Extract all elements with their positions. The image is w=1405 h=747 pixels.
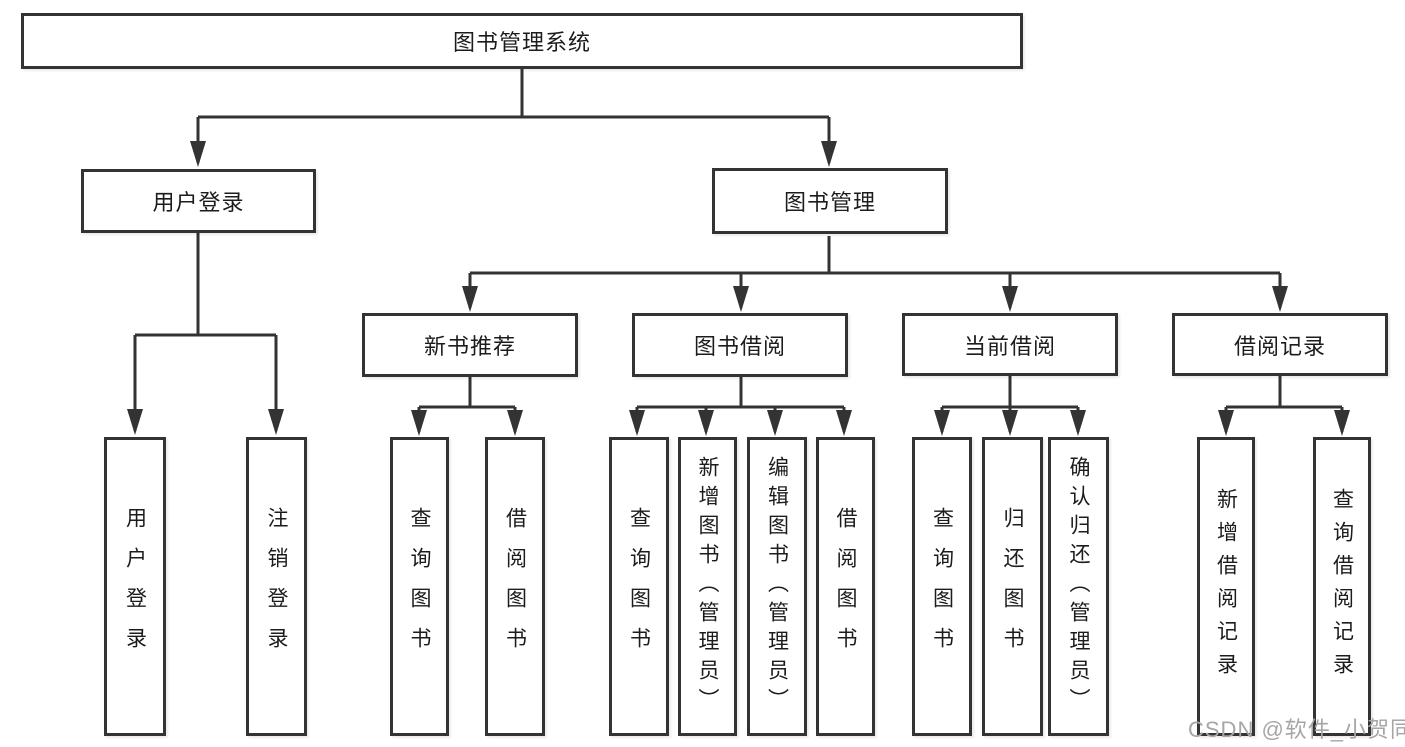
node-label: 用户登录 [152, 190, 245, 215]
arrowhead-down-icon [127, 409, 143, 435]
node-query-books-recommend: 查询图书 [390, 437, 449, 736]
node-label: 归还图书 [1001, 506, 1024, 667]
node-confirm-return-admin: 确认归还（管理员） [1048, 437, 1109, 736]
connector-line [417, 377, 517, 432]
node-library-management-system: 图书管理系统 [21, 13, 1023, 69]
node-label: 新书推荐 [423, 334, 516, 359]
node-label: 用户登录 [123, 506, 147, 667]
node-book-management: 图书管理 [712, 168, 948, 234]
connector-currentborrow-to-leaves [934, 376, 1086, 436]
connector-line [1224, 376, 1344, 432]
arrowhead-down-icon [190, 141, 206, 167]
node-label: 图书借阅 [693, 334, 786, 359]
arrowhead-down-icon [821, 141, 837, 167]
node-query-borrow-record: 查询借阅记录 [1313, 437, 1371, 736]
node-label: 借阅记录 [1233, 333, 1326, 359]
connector-bookmgmt-to-level2 [462, 236, 1288, 312]
node-label: 注销登录 [265, 506, 288, 667]
connector-line [468, 236, 1282, 308]
node-label: 借阅图书 [503, 506, 527, 667]
node-label: 查询图书 [627, 506, 651, 667]
node-return-book: 归还图书 [982, 437, 1043, 736]
node-book-borrowing: 图书借阅 [632, 313, 848, 377]
node-user-login-group: 用户登录 [81, 169, 316, 233]
arrowhead-down-icon [733, 286, 749, 312]
connector-newbook-to-leaves [411, 377, 523, 436]
arrowhead-down-icon [462, 286, 478, 312]
arrowhead-down-icon [411, 410, 427, 436]
node-query-books-current: 查询图书 [912, 437, 972, 736]
connector-line [133, 233, 278, 431]
arrowhead-down-icon [629, 410, 645, 436]
arrowhead-down-icon [698, 410, 714, 436]
connector-line [635, 377, 846, 432]
node-label: 查询图书 [408, 506, 431, 667]
watermark: CSDN @软件_小贺同学 [1188, 717, 1405, 742]
node-edit-book-admin: 编辑图书（管理员） [747, 437, 807, 736]
node-add-borrow-record: 新增借阅记录 [1197, 437, 1255, 736]
connector-root-to-level1 [190, 68, 837, 167]
node-label: 编辑图书（管理员） [765, 456, 789, 717]
node-new-book-recommend: 新书推荐 [362, 313, 578, 377]
arrowhead-down-icon [767, 410, 783, 436]
node-current-borrowing: 当前借阅 [902, 313, 1118, 376]
node-label: 新增图书（管理员） [696, 456, 719, 717]
node-add-book-admin: 新增图书（管理员） [678, 437, 737, 736]
arrowhead-down-icon [1272, 286, 1288, 312]
arrowhead-down-icon [836, 410, 852, 436]
arrowhead-down-icon [934, 410, 950, 436]
arrowhead-down-icon [1070, 410, 1086, 436]
arrowhead-down-icon [507, 410, 523, 436]
node-label: 当前借阅 [963, 333, 1056, 359]
node-label: 新增借阅记录 [1214, 487, 1238, 686]
connector-line [196, 68, 831, 163]
connector-bookborrow-to-leaves [629, 377, 852, 436]
node-query-books-borrow: 查询图书 [609, 437, 669, 736]
arrowhead-down-icon [1334, 410, 1350, 436]
node-label: 查询图书 [930, 506, 954, 667]
arrowhead-down-icon [1002, 286, 1018, 312]
node-label: 图书管理系统 [452, 30, 591, 55]
node-label: 查询借阅记录 [1330, 487, 1354, 686]
arrowhead-down-icon [1218, 410, 1234, 436]
node-label: 图书管理 [783, 190, 876, 215]
arrowhead-down-icon [268, 409, 284, 435]
node-logout: 注销登录 [246, 437, 307, 736]
node-borrow-books: 借阅图书 [816, 437, 875, 736]
node-login: 用户登录 [104, 437, 166, 736]
connector-userlogin-to-leaves [127, 233, 284, 435]
node-label: 借阅图书 [834, 506, 857, 667]
connector-borrowrecord-to-leaves [1218, 376, 1350, 436]
arrowhead-down-icon [1002, 410, 1018, 436]
node-label: 确认归还（管理员） [1067, 456, 1090, 717]
node-borrow-books-recommend: 借阅图书 [485, 437, 545, 736]
node-borrowing-records: 借阅记录 [1172, 313, 1388, 376]
